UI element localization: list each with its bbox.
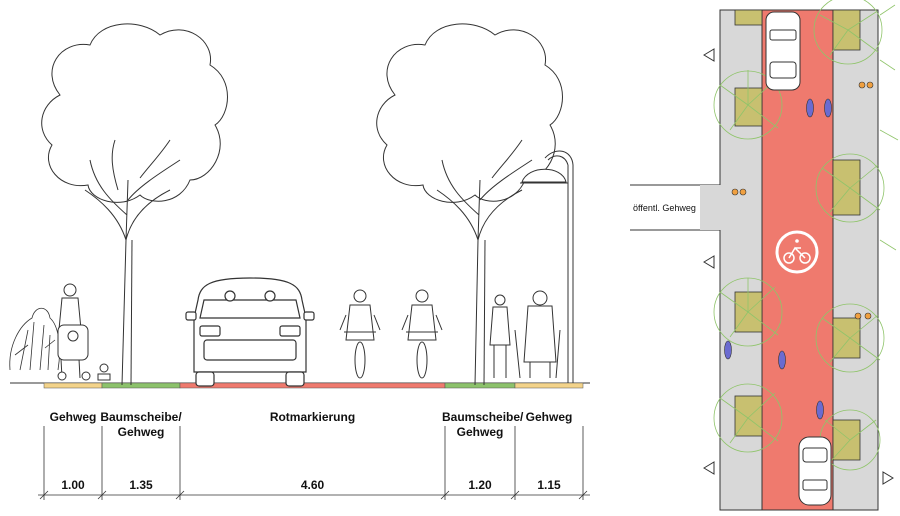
strip-gehweg-right bbox=[514, 382, 584, 389]
car-icon bbox=[765, 11, 801, 91]
tree-icon bbox=[41, 23, 228, 386]
strip-baumscheibe-left bbox=[101, 382, 181, 389]
label-line2: Gehweg bbox=[117, 425, 165, 439]
strip-rotmarkierung bbox=[179, 382, 446, 389]
width-value: 1.15 bbox=[537, 478, 561, 492]
lamp-post-icon bbox=[520, 150, 574, 383]
label-line2: Gehweg bbox=[456, 425, 504, 439]
label-baumscheibe-right: Baumscheibe/Gehweg bbox=[442, 410, 523, 440]
car-icon bbox=[185, 277, 315, 387]
car-icon bbox=[798, 436, 832, 506]
label-baumscheibe-left: Baumscheibe/Gehweg bbox=[100, 410, 182, 440]
tree-pits bbox=[734, 9, 861, 461]
width-value: 1.20 bbox=[468, 478, 492, 492]
label-gehweg-left: Gehweg bbox=[44, 410, 102, 425]
pedestrian-icon bbox=[489, 290, 561, 379]
strip-baumscheibe-right bbox=[444, 382, 516, 389]
arrow-left-icon bbox=[703, 48, 715, 475]
cross-section bbox=[9, 23, 590, 500]
bicycle-street-sign-icon bbox=[775, 230, 819, 274]
label-rotmarkierung: Rotmarkierung bbox=[180, 410, 445, 425]
cyclist-icon bbox=[339, 289, 381, 379]
cyclist-icon bbox=[724, 98, 832, 420]
pedestrian-icon bbox=[731, 81, 874, 320]
width-value: 4.60 bbox=[300, 478, 325, 492]
tree-canopies bbox=[713, 0, 899, 471]
plan-side-street-corner bbox=[700, 185, 722, 230]
width-value: 1.00 bbox=[61, 478, 85, 492]
width-value: 1.35 bbox=[129, 478, 153, 492]
plan-red-roadway bbox=[761, 9, 834, 511]
label-line1: Baumscheibe/ bbox=[100, 410, 182, 424]
label-text: Gehweg bbox=[525, 410, 573, 424]
pedestrian-icon bbox=[57, 283, 111, 381]
strip-gehweg-left bbox=[43, 382, 103, 389]
cyclist-icon bbox=[401, 289, 443, 379]
side-street-label: öffentl. Gehweg bbox=[633, 203, 696, 213]
arrow-right-icon bbox=[882, 471, 894, 485]
bush-icon bbox=[9, 307, 60, 371]
label-gehweg-right: Gehweg bbox=[515, 410, 583, 425]
label-text: Rotmarkierung bbox=[269, 410, 356, 424]
plan-view bbox=[630, 0, 899, 511]
dimension-lines bbox=[38, 426, 590, 500]
label-text: Gehweg bbox=[49, 410, 97, 424]
label-line1: Baumscheibe/ bbox=[442, 410, 524, 424]
